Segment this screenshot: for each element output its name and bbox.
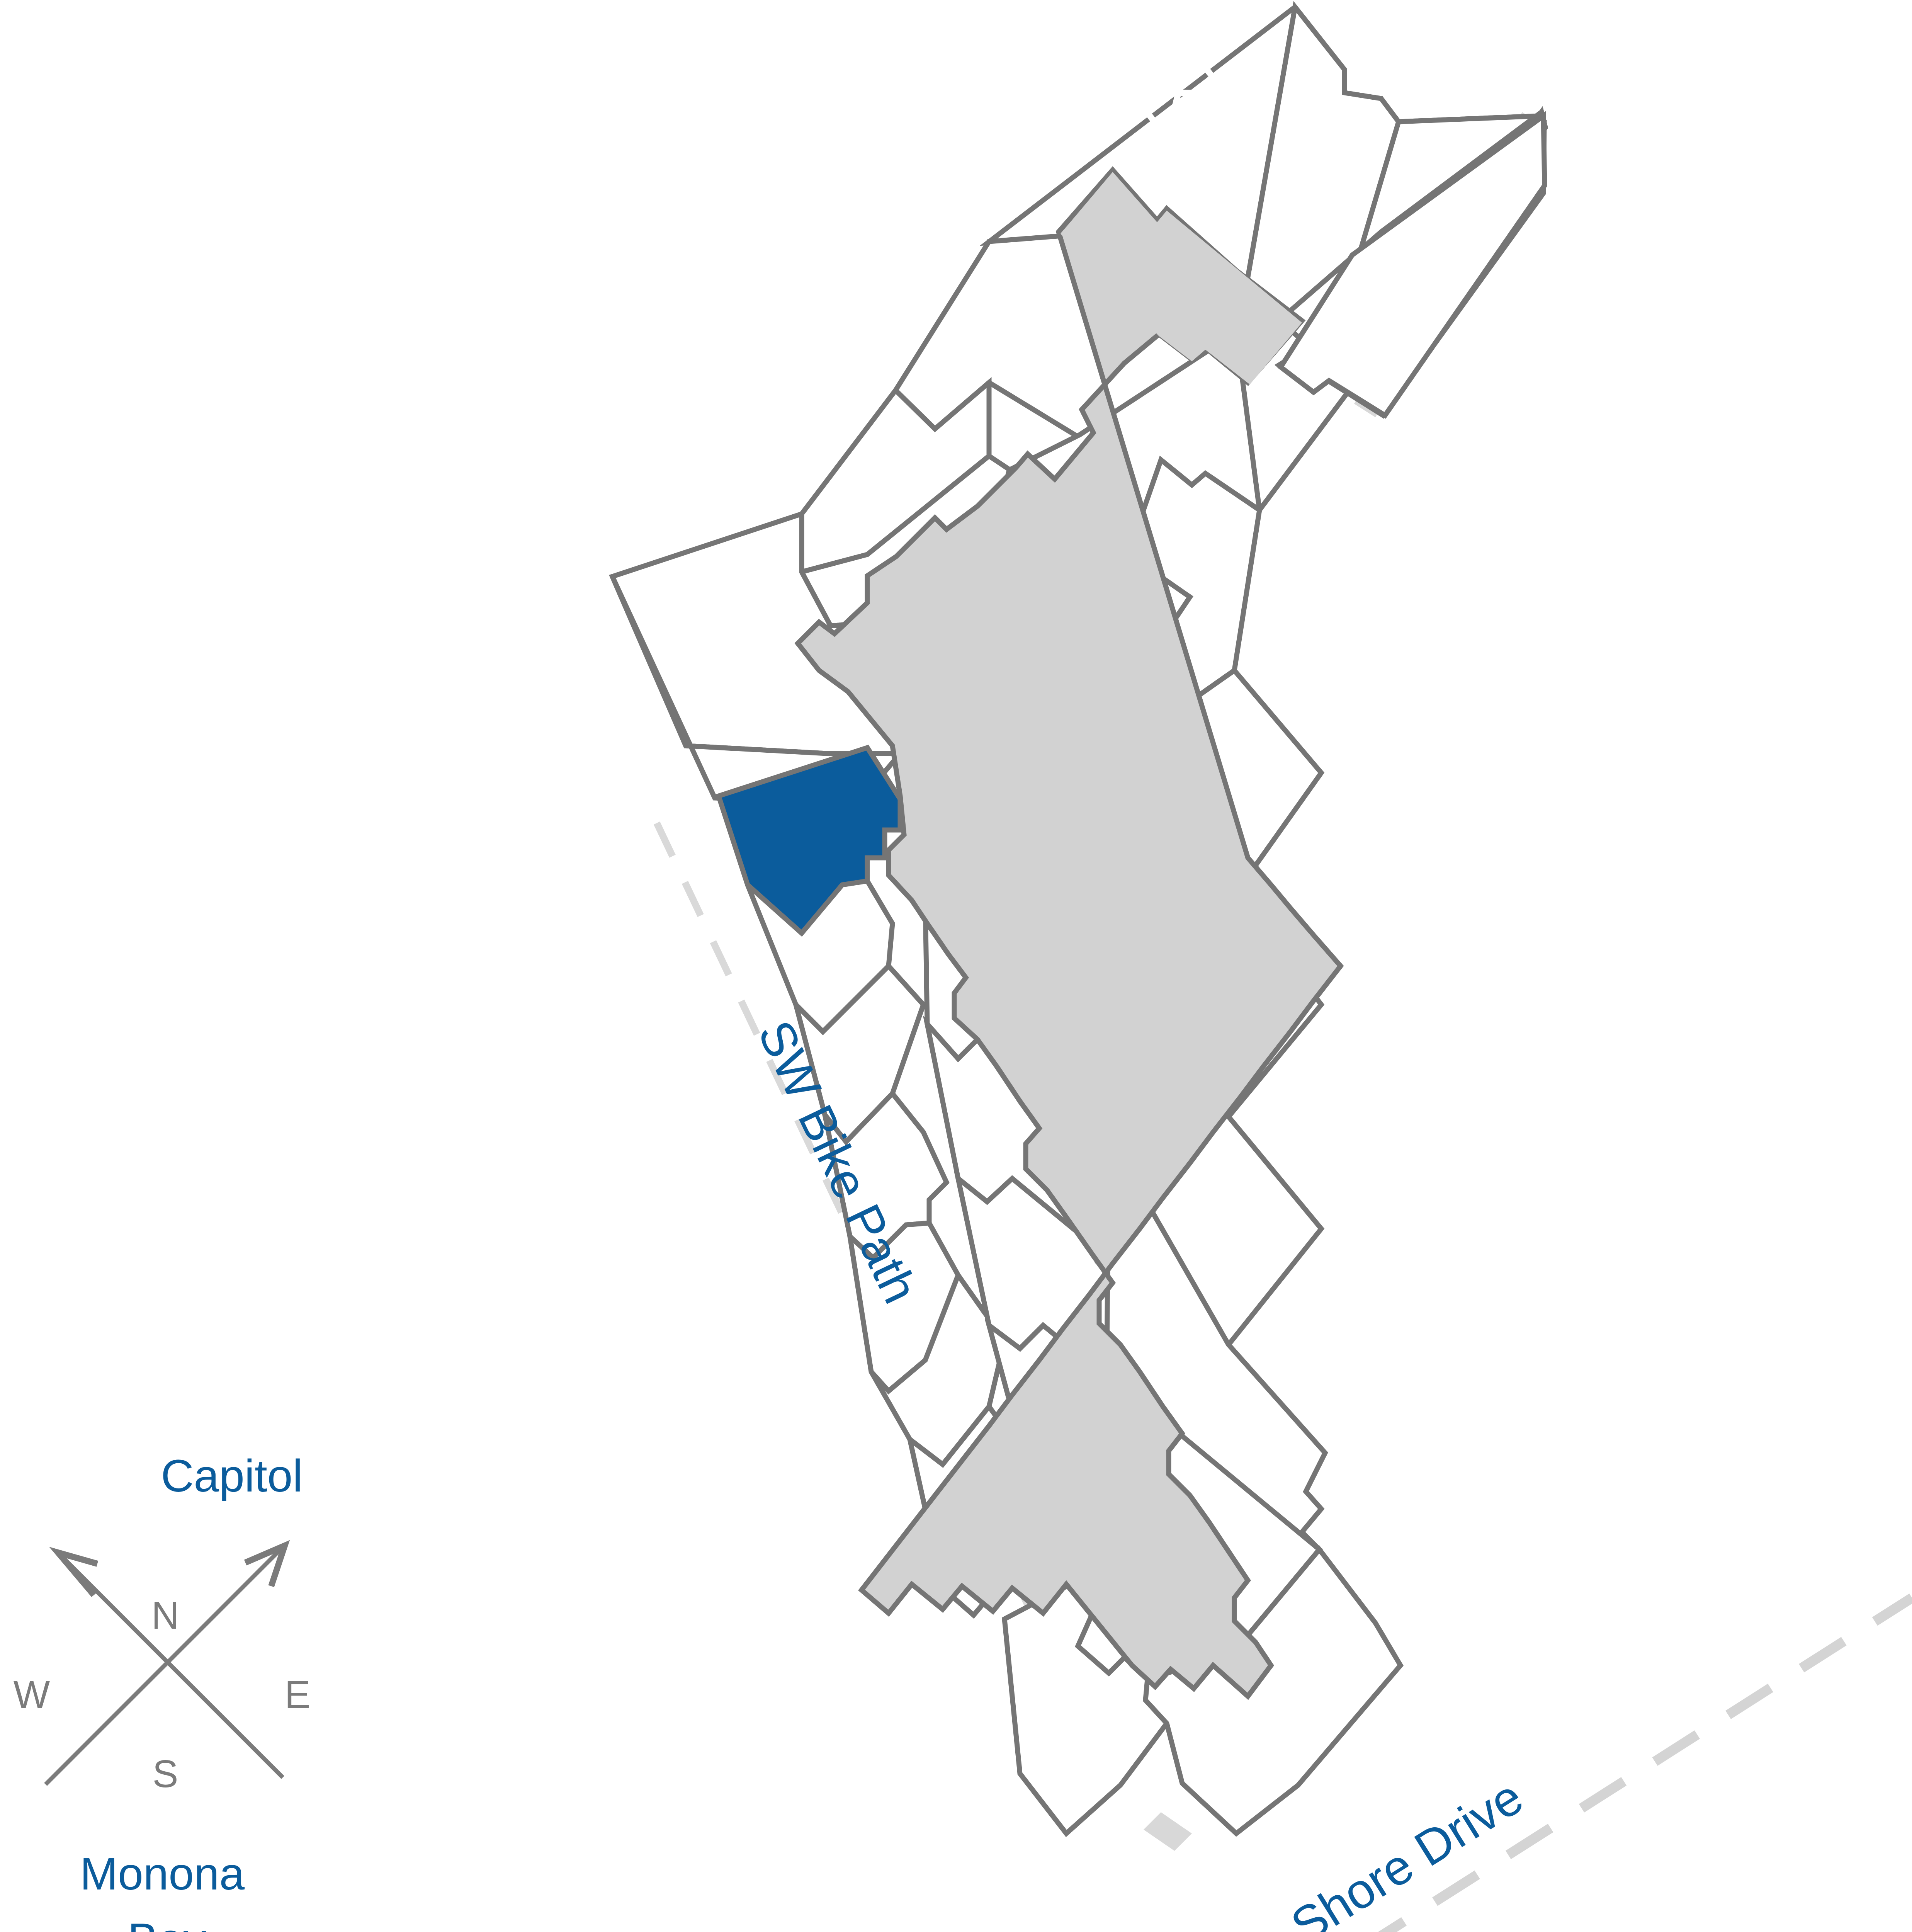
compass-arrowhead-ne	[244, 1540, 290, 1587]
path-lines-group	[653, 821, 1912, 1932]
north-shore-drive-dashed-line	[1378, 1594, 1912, 1932]
elevator-marker-box	[1126, 42, 1230, 144]
elevator-marker-x-stroke-2	[1166, 54, 1191, 131]
compass-axis-nw-se	[60, 1555, 284, 1779]
unit-east-bottom[interactable]	[1143, 1545, 1404, 1837]
elevator-marker-group[interactable]	[1126, 42, 1230, 144]
corridor-upper-landing	[1061, 172, 1302, 384]
label-bay: Bay	[127, 1914, 206, 1932]
compass-arrowhead-nw	[49, 1547, 99, 1597]
sw-bike-path-dashed-line	[653, 821, 1054, 1655]
label-capitol: Capitol	[161, 1451, 303, 1502]
compass-label-s: S	[153, 1752, 178, 1796]
shadow-south-tip	[1144, 1812, 1192, 1851]
unit-ne-large[interactable]	[1277, 111, 1547, 419]
compass-label-e: E	[285, 1673, 311, 1716]
corridor-spine	[794, 166, 1344, 1700]
label-monona: Monona	[80, 1849, 245, 1900]
building-footprint	[609, 1, 1548, 1851]
compass-label-w: W	[14, 1673, 50, 1716]
compass-axis-sw-ne	[44, 1547, 283, 1786]
compass-rose: N S W E Capitol Monona Bay	[14, 1451, 311, 1932]
compass-label-n: N	[151, 1594, 179, 1637]
